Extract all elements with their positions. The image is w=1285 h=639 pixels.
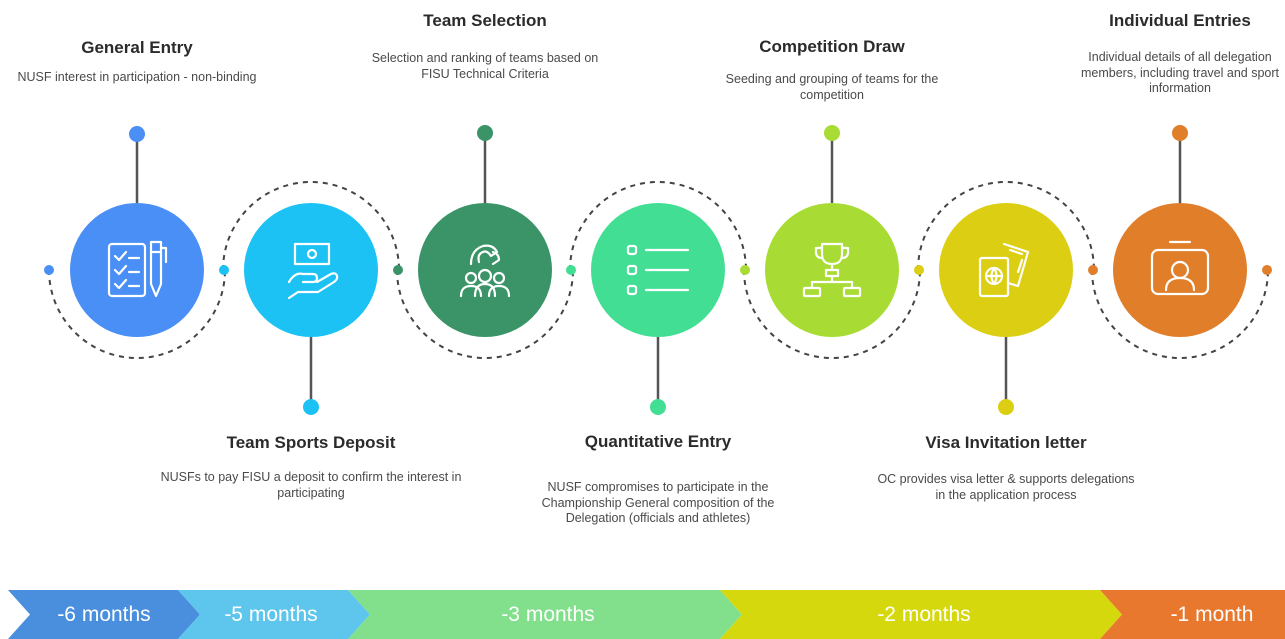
id-card-icon — [1150, 240, 1210, 296]
step-description: NUSF compromises to participate in the C… — [541, 480, 775, 525]
step-circle — [939, 203, 1073, 337]
dashed-arc — [396, 269, 574, 359]
step-title: Competition Draw — [759, 37, 905, 56]
pin-dot — [303, 399, 319, 415]
timeline-label: -5 months — [224, 603, 318, 626]
pin-dot — [129, 126, 145, 142]
timeline-band — [178, 590, 370, 639]
step-title: Visa Invitation letter — [925, 433, 1087, 452]
dashed-arc — [743, 269, 921, 359]
step-circle — [1113, 203, 1247, 337]
junction-dot — [393, 265, 403, 275]
step-description: NUSFs to pay FISU a deposit to confirm t… — [160, 470, 462, 500]
junction-dot — [566, 265, 576, 275]
step-description: OC provides visa letter & supports deleg… — [877, 472, 1135, 502]
dashed-arc — [569, 181, 747, 271]
step-title: Team Sports Deposit — [226, 433, 396, 452]
passport-ticket-icon — [978, 242, 1030, 298]
step-circle — [244, 203, 378, 337]
timeline-label: -2 months — [877, 603, 971, 626]
junction-dot — [1088, 265, 1098, 275]
pin-dot — [650, 399, 666, 415]
junction-dot — [219, 265, 229, 275]
junction-dot — [914, 265, 924, 275]
dashed-arc — [1091, 269, 1269, 359]
pin-dot — [998, 399, 1014, 415]
step-description: Selection and ranking of teams based on … — [371, 51, 599, 81]
pin-dot — [824, 125, 840, 141]
money-hand-icon — [287, 242, 339, 300]
timeline-band — [8, 590, 200, 639]
timeline-band — [1100, 590, 1285, 639]
checklist-pen-icon — [107, 240, 168, 298]
step-description: Individual details of all delegation mem… — [1080, 50, 1279, 95]
trophy-bracket-icon — [802, 242, 862, 298]
step-circle — [70, 203, 204, 337]
dashed-arc — [222, 181, 400, 271]
step-title: Team Selection — [423, 11, 547, 30]
timeline-band — [348, 590, 742, 639]
step-description: NUSF interest in participation - non-bin… — [17, 70, 257, 84]
step-description: Seeding and grouping of teams for the co… — [725, 72, 939, 102]
timeline-label: -3 months — [501, 603, 595, 626]
junction-dot — [740, 265, 750, 275]
step-title: Quantitative Entry — [584, 432, 732, 451]
dashed-arc — [917, 181, 1095, 271]
timeline-band — [720, 590, 1122, 639]
junction-dot — [44, 265, 54, 275]
pin-dot — [477, 125, 493, 141]
step-title: Individual Entries — [1109, 11, 1251, 30]
team-selection-icon — [459, 244, 511, 298]
timeline-label: -6 months — [57, 603, 151, 626]
list-icon — [626, 244, 690, 296]
step-title: General Entry — [81, 38, 193, 57]
junction-dot — [1262, 265, 1272, 275]
timeline-label: -1 month — [1170, 603, 1254, 626]
dashed-arc — [48, 269, 226, 359]
pin-dot — [1172, 125, 1188, 141]
